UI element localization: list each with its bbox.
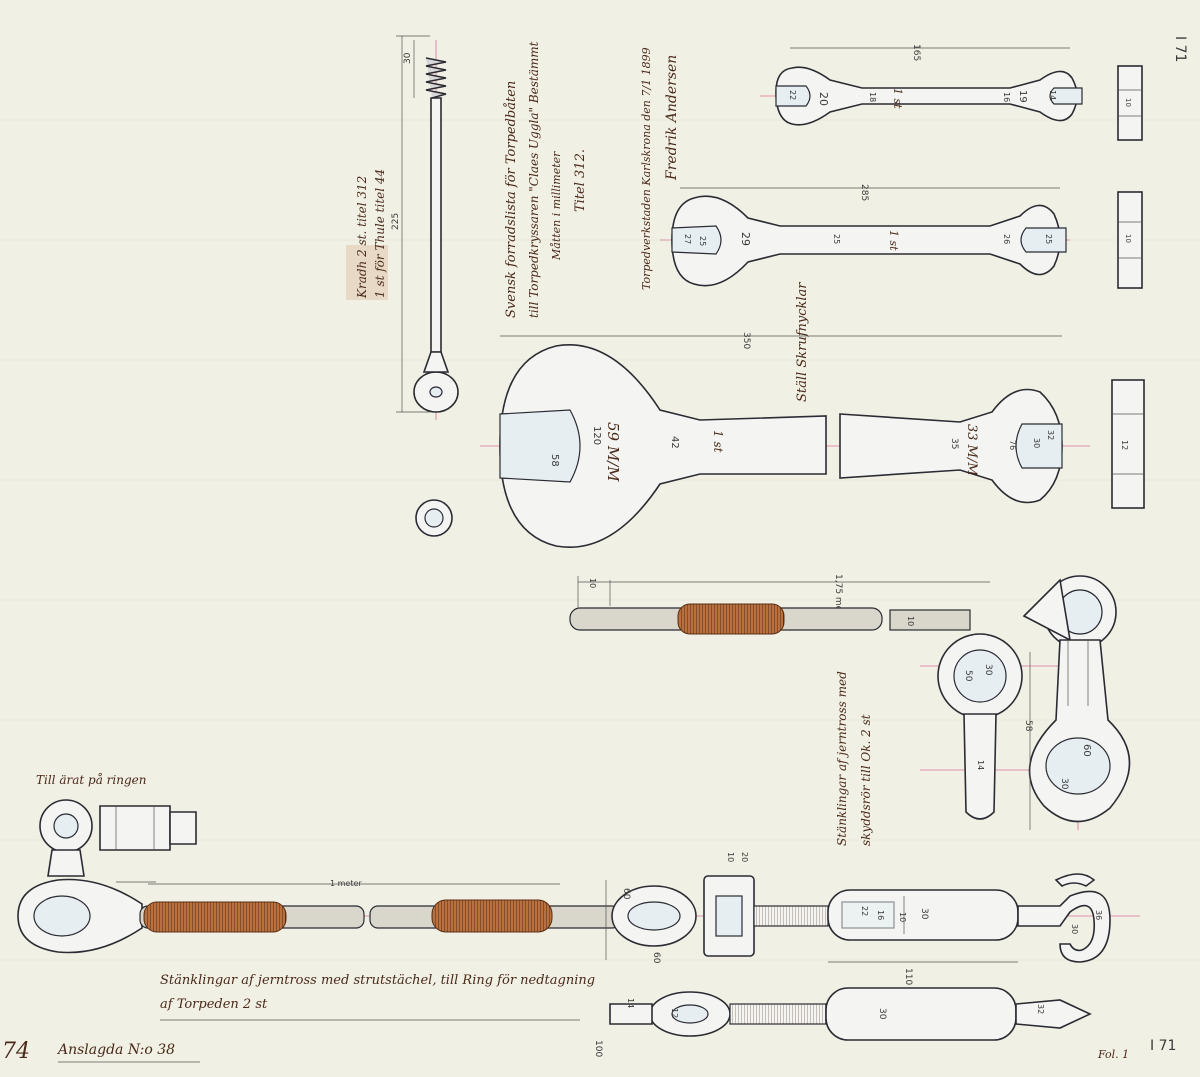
title-line1: Svensk forradslista för Torpedbåten bbox=[503, 81, 519, 318]
small-wrench-dim-22: 22 bbox=[788, 90, 797, 100]
signature-line2: Fredrik Andersen bbox=[664, 55, 680, 181]
bottom-dim-12: 12 bbox=[670, 1008, 679, 1018]
sheet-marks: 74 Anslagda N:o 38 I 71 I 71 Fol. 1 bbox=[2, 36, 1188, 1064]
medium-wrench-dim-27: 27 bbox=[683, 234, 692, 244]
rope-dim-10b: 10 bbox=[906, 616, 915, 626]
drill-drawing: 30 225 Kradh 2 st. titel 312 1 st för Th… bbox=[346, 35, 459, 537]
sheet-mark-bottom: I 71 bbox=[1150, 1038, 1176, 1054]
bottom-dim-30: 30 bbox=[919, 908, 929, 920]
large-wrench-qty: 1 st bbox=[711, 430, 725, 453]
large-wrench-dim-30: 30 bbox=[1032, 438, 1041, 448]
rope-label-line2: skyddsrör till Ok. 2 st bbox=[859, 714, 873, 846]
small-wrench-dim-165: 165 bbox=[911, 44, 921, 61]
medium-wrench-dim-29: 29 bbox=[739, 232, 752, 246]
small-wrench-dim-14: 14 bbox=[1048, 90, 1057, 100]
wrench-small: 165 20 22 18 16 14 19 1 st bbox=[760, 44, 1083, 126]
signature-line1: Torpedverkstaden Karlskrona den 7/1 1899 bbox=[640, 47, 653, 290]
drill-dim-30: 30 bbox=[403, 52, 413, 64]
eye-dim-30: 30 bbox=[983, 664, 993, 676]
large-wrench-size-right: 33 M/M bbox=[964, 424, 979, 476]
large-wrench-dim-350: 350 bbox=[741, 332, 751, 349]
eye-fittings: 50 30 14 58 60 30 bbox=[920, 575, 1131, 830]
medium-wrench-dim-25: 25 bbox=[698, 236, 707, 246]
bottom-title-top: Till ärat på ringen bbox=[36, 772, 146, 787]
large-wrench-dim-58: 58 bbox=[549, 454, 560, 467]
rope-dim-length: 1,75 meter bbox=[833, 574, 843, 624]
hook-dim-58: 58 bbox=[1023, 720, 1033, 732]
side-view-dim-3: 12 bbox=[1120, 440, 1129, 450]
sheet-mark-top: I 71 bbox=[1172, 36, 1188, 62]
hook-dim-30: 30 bbox=[1059, 778, 1069, 790]
small-wrench-qty: 1 st bbox=[891, 88, 904, 109]
drill-label-line1: Kradh 2 st. titel 312 bbox=[355, 176, 369, 299]
eye-dim-50: 50 bbox=[963, 670, 973, 682]
small-wrench-dim-19: 19 bbox=[1017, 90, 1028, 103]
sheet-number: Fol. 1 bbox=[1097, 1048, 1129, 1061]
medium-wrench-dim-26: 26 bbox=[1002, 234, 1011, 244]
bottom-dim-32: 32 bbox=[1036, 1004, 1045, 1014]
drill-dim-225: 225 bbox=[391, 213, 401, 230]
bottom-dim-60b: 60 bbox=[651, 952, 661, 964]
drill-label-line2: 1 st för Thule titel 44 bbox=[373, 169, 387, 298]
rope-label-line1: Stänklingar af jerntross med bbox=[835, 671, 849, 846]
bottom-dim-16: 16 bbox=[876, 910, 885, 920]
eye-dim-14: 14 bbox=[976, 760, 985, 770]
drawing-number-label: Anslagda N:o 38 bbox=[56, 1042, 175, 1058]
bottom-dim-10b: 10 bbox=[898, 912, 907, 922]
title-line3: Måtten i millimeter bbox=[550, 151, 563, 261]
wrench-medium: 285 29 25 27 26 25 25 1 st Ställ Skrufny… bbox=[660, 184, 1070, 402]
wrench-set-label: Ställ Skrufnycklar bbox=[795, 282, 810, 402]
hook-dim-60: 60 bbox=[1081, 744, 1092, 757]
wrench-side-views: 10 10 12 bbox=[1111, 65, 1145, 509]
large-wrench-dim-120: 120 bbox=[591, 426, 602, 445]
bottom-dim-36: 36 bbox=[1094, 910, 1103, 920]
bottom-dim-10: 10 bbox=[726, 852, 735, 862]
bottom-dim-60a: 60 bbox=[621, 888, 631, 900]
title-line2: till Torpedkryssaren "Claes Uggla" Bestä… bbox=[527, 41, 541, 318]
bottom-dim-1m: 1 meter bbox=[330, 879, 362, 888]
small-wrench-dim-18: 18 bbox=[868, 92, 877, 102]
rope-dim-10a: 10 bbox=[588, 578, 597, 588]
bottom-dim-22: 22 bbox=[860, 906, 869, 916]
large-wrench-dim-42: 42 bbox=[669, 436, 680, 449]
bottom-dim-110: 110 bbox=[903, 968, 913, 985]
large-wrench-dim-32: 32 bbox=[1046, 430, 1055, 440]
title-line4: Titel 312. bbox=[573, 149, 588, 212]
bottom-dim-30b: 30 bbox=[1070, 924, 1079, 934]
medium-wrench-dim-25c: 25 bbox=[1044, 234, 1053, 244]
small-wrench-dim-16: 16 bbox=[1002, 92, 1011, 102]
large-wrench-dim-35: 35 bbox=[949, 438, 959, 449]
large-wrench-size-left: 59 M/M bbox=[604, 422, 622, 482]
bottom-dim-20: 20 bbox=[740, 852, 749, 862]
large-wrench-dim-76: 76 bbox=[1008, 440, 1017, 450]
bottom-dim-14: 14 bbox=[626, 998, 635, 1008]
bottom-caption-line2: af Torpeden 2 st bbox=[160, 997, 268, 1012]
bottom-assembly-drawing: Till ärat på ringen 1 meter 60 60 20 10 bbox=[17, 772, 1140, 1057]
bottom-dim-30c: 30 bbox=[877, 1008, 887, 1020]
medium-wrench-dim-25b: 25 bbox=[832, 234, 841, 244]
side-view-dim-1: 10 bbox=[1124, 98, 1132, 107]
medium-wrench-qty: 1 st bbox=[887, 230, 900, 251]
bottom-caption-line1: Stänklingar af jerntross med strutstäche… bbox=[160, 973, 595, 988]
header-notes: Svensk forradslista för Torpedbåten till… bbox=[503, 41, 680, 318]
handwritten-number: 74 bbox=[2, 1039, 30, 1064]
small-wrench-dim-20: 20 bbox=[817, 92, 830, 106]
rope-section-drawing: 10 1,75 meter 10 Stänklingar af jerntros… bbox=[569, 574, 990, 846]
bottom-dim-100: 100 bbox=[593, 1040, 603, 1057]
medium-wrench-dim-285: 285 bbox=[859, 184, 869, 201]
wrench-large: 350 120 42 58 35 30 32 76 59 M/M 33 M/M … bbox=[480, 332, 1090, 548]
side-view-dim-2: 10 bbox=[1124, 234, 1132, 243]
